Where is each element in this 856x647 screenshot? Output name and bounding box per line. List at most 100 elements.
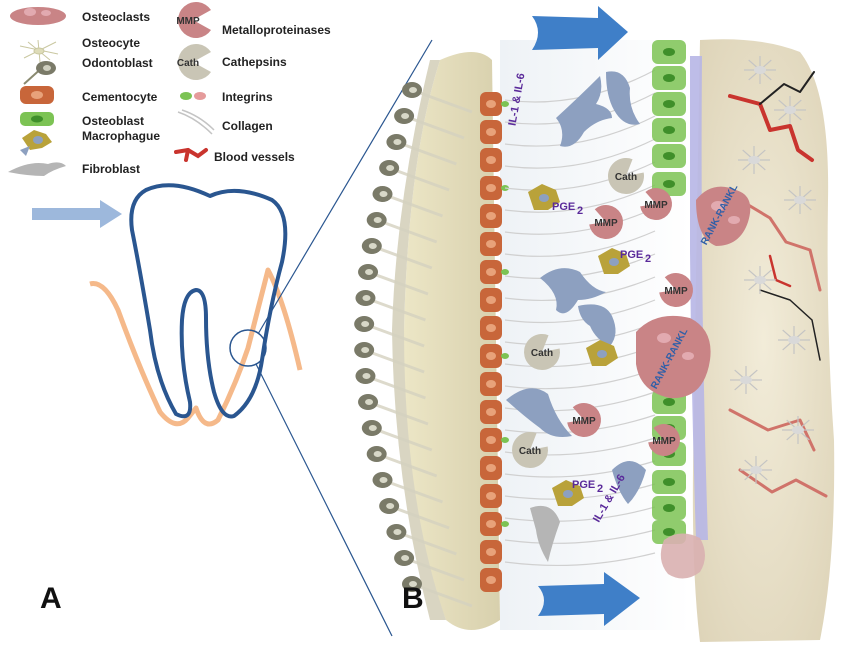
fibroblasts: [506, 71, 646, 562]
cementocyte-cell: [480, 484, 502, 508]
osteoblast-column: [652, 40, 686, 544]
osteoblast-cell: [652, 144, 686, 168]
odontoblast-cell: [361, 238, 433, 270]
collagen-fiber: [504, 552, 656, 567]
mmp-enzyme: MMP: [640, 188, 672, 221]
legend-cementocyte: Cementocyte: [82, 90, 158, 104]
cementocyte-cell: [480, 344, 509, 368]
mmp-icon: MMP: [176, 2, 211, 39]
cementocyte-cell: [480, 400, 502, 424]
osteocyte-cell: [774, 96, 806, 124]
osteoblast-cell: [652, 66, 686, 90]
blood-vessel-icon: [174, 147, 208, 162]
mmp-enzyme: MMP: [567, 403, 601, 437]
osteoblast-icon: [20, 112, 54, 126]
macrophages: [528, 184, 630, 506]
collagen-icon: [177, 109, 215, 135]
odontoblast-cell: [358, 394, 429, 426]
svg-text:MMP: MMP: [572, 416, 596, 427]
osteocyte-cell: [782, 416, 814, 444]
odontoblast-cell: [379, 498, 450, 530]
alveolar-bone: [692, 39, 835, 642]
svg-text:MMP: MMP: [644, 200, 668, 211]
cementocyte-cell: [480, 456, 502, 480]
osteoblast-cell: [652, 92, 686, 116]
legend-metalloproteinases: Metalloproteinases: [222, 23, 331, 37]
odontoblast-cell: [386, 524, 457, 556]
svg-text:Cath: Cath: [519, 446, 541, 457]
legend-osteocyte: Osteocyte: [82, 36, 140, 50]
osteocyte-cell: [778, 326, 810, 354]
svg-text:2: 2: [597, 483, 603, 495]
collagen-fiber: [504, 184, 656, 213]
cementocyte-cell: [480, 120, 502, 144]
cath-enzyme: Cath: [608, 158, 645, 194]
cementocyte-cell: [480, 204, 502, 228]
odontoblast-cell: [366, 212, 438, 244]
cementocyte-cell: [480, 512, 509, 536]
svg-text:PGE: PGE: [572, 479, 595, 491]
osteoclasts: RANK-RANKL RANK-RANKL: [636, 183, 751, 579]
svg-text:MMP: MMP: [594, 218, 618, 229]
macrophage-2: [598, 248, 630, 274]
odontoblast-cell: [354, 342, 425, 374]
integrins-icon: [180, 92, 206, 100]
odontoblast-cell: [355, 290, 426, 322]
force-arrow-top: [532, 6, 628, 60]
pge-label-1: PGE 2: [552, 201, 583, 217]
svg-text:Cath: Cath: [531, 348, 553, 359]
odontoblast-cell: [366, 446, 438, 478]
osteoclast-middle: [636, 315, 711, 399]
odontoblast-cell: [386, 134, 457, 166]
osteoblast-cell: [652, 40, 686, 64]
cementocyte-icon: [20, 86, 54, 104]
force-arrow-a: [32, 200, 122, 228]
mmp-enzyme: MMP: [648, 424, 680, 457]
collagen-fiber: [504, 368, 656, 390]
svg-text:PGE: PGE: [552, 201, 575, 213]
panel-b-label: B: [402, 582, 424, 615]
osteocyte-cell: [740, 456, 772, 484]
gingiva-outline: [89, 267, 303, 427]
cementocyte-cell: [480, 260, 509, 284]
odontoblast-cell: [361, 420, 433, 452]
svg-text:PGE: PGE: [620, 249, 643, 261]
bone-lining: [689, 56, 708, 540]
collagen-fiber: [504, 529, 656, 544]
cementocyte-column: [480, 92, 509, 592]
cementocyte-cell: [480, 428, 509, 452]
cementocyte-cell: [480, 176, 509, 200]
dentin-side: [392, 60, 446, 620]
cementocyte-cell: [480, 288, 502, 312]
osteocyte-cluster: [730, 56, 816, 484]
legend-fibroblast: Fibroblast: [82, 162, 140, 176]
cementocyte-cell: [480, 372, 502, 396]
mmp-enzyme: MMP: [589, 205, 623, 239]
osteoclast-bottom: [660, 533, 705, 579]
collagen-fiber: [504, 207, 656, 235]
integrin-dot: [501, 437, 509, 443]
cementocyte-cell: [480, 316, 502, 340]
svg-text:2: 2: [645, 253, 651, 265]
collagen-fiber: [504, 161, 656, 191]
macrophage-1: [528, 184, 560, 210]
pge-label-2: PGE 2: [620, 249, 651, 265]
osteocyte-cell: [730, 366, 762, 394]
panel-a: A: [32, 39, 433, 637]
tooth-outline: [129, 183, 288, 419]
odontoblast-cell: [402, 576, 473, 608]
macrophage-3: [586, 340, 618, 366]
cementocyte-cell: [480, 540, 502, 564]
root-cementum: [403, 52, 500, 630]
odontoblast-cell: [355, 368, 426, 400]
collagen-fiber: [504, 230, 656, 257]
pge-label-3: PGE 2: [572, 479, 603, 495]
collagen-fiber: [504, 138, 656, 169]
osteoclast-icon: [10, 7, 66, 25]
odontoblast-row: [354, 82, 473, 608]
integrin-dot: [501, 269, 509, 275]
osteoblast-cell: [652, 118, 686, 142]
osteocyte-icon: [19, 39, 59, 63]
collagen-fiber: [504, 506, 656, 522]
